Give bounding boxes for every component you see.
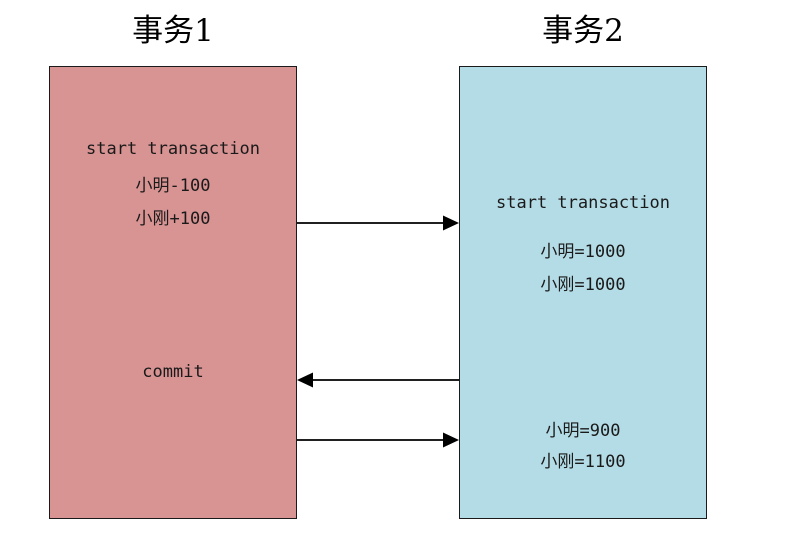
transaction2-read1-xiaoming-label: 小明=1000 bbox=[540, 242, 626, 262]
transaction1-credit-label: 小刚+100 bbox=[135, 209, 211, 229]
transaction1-box bbox=[49, 66, 297, 519]
transaction2-read2-xiaoming-label: 小明=900 bbox=[545, 421, 621, 441]
arrow-txn2-to-txn1-middle bbox=[297, 372, 459, 388]
transaction2-read2-xiaogang-label: 小刚=1100 bbox=[540, 452, 626, 472]
transaction2-title: 事务2 bbox=[542, 13, 624, 49]
transaction1-start-transaction-label: start transaction bbox=[86, 139, 260, 159]
transaction1-debit-label: 小明-100 bbox=[135, 176, 211, 196]
transaction1-title: 事务1 bbox=[132, 13, 214, 49]
transaction1-commit-label: commit bbox=[142, 362, 204, 382]
arrow-txn1-to-txn2-top bbox=[297, 215, 459, 231]
arrow-txn1-to-txn2-bottom bbox=[297, 432, 459, 448]
transaction2-box bbox=[459, 66, 707, 519]
transaction2-start-transaction-label: start transaction bbox=[496, 193, 670, 213]
transaction2-read1-xiaogang-label: 小刚=1000 bbox=[540, 275, 626, 295]
